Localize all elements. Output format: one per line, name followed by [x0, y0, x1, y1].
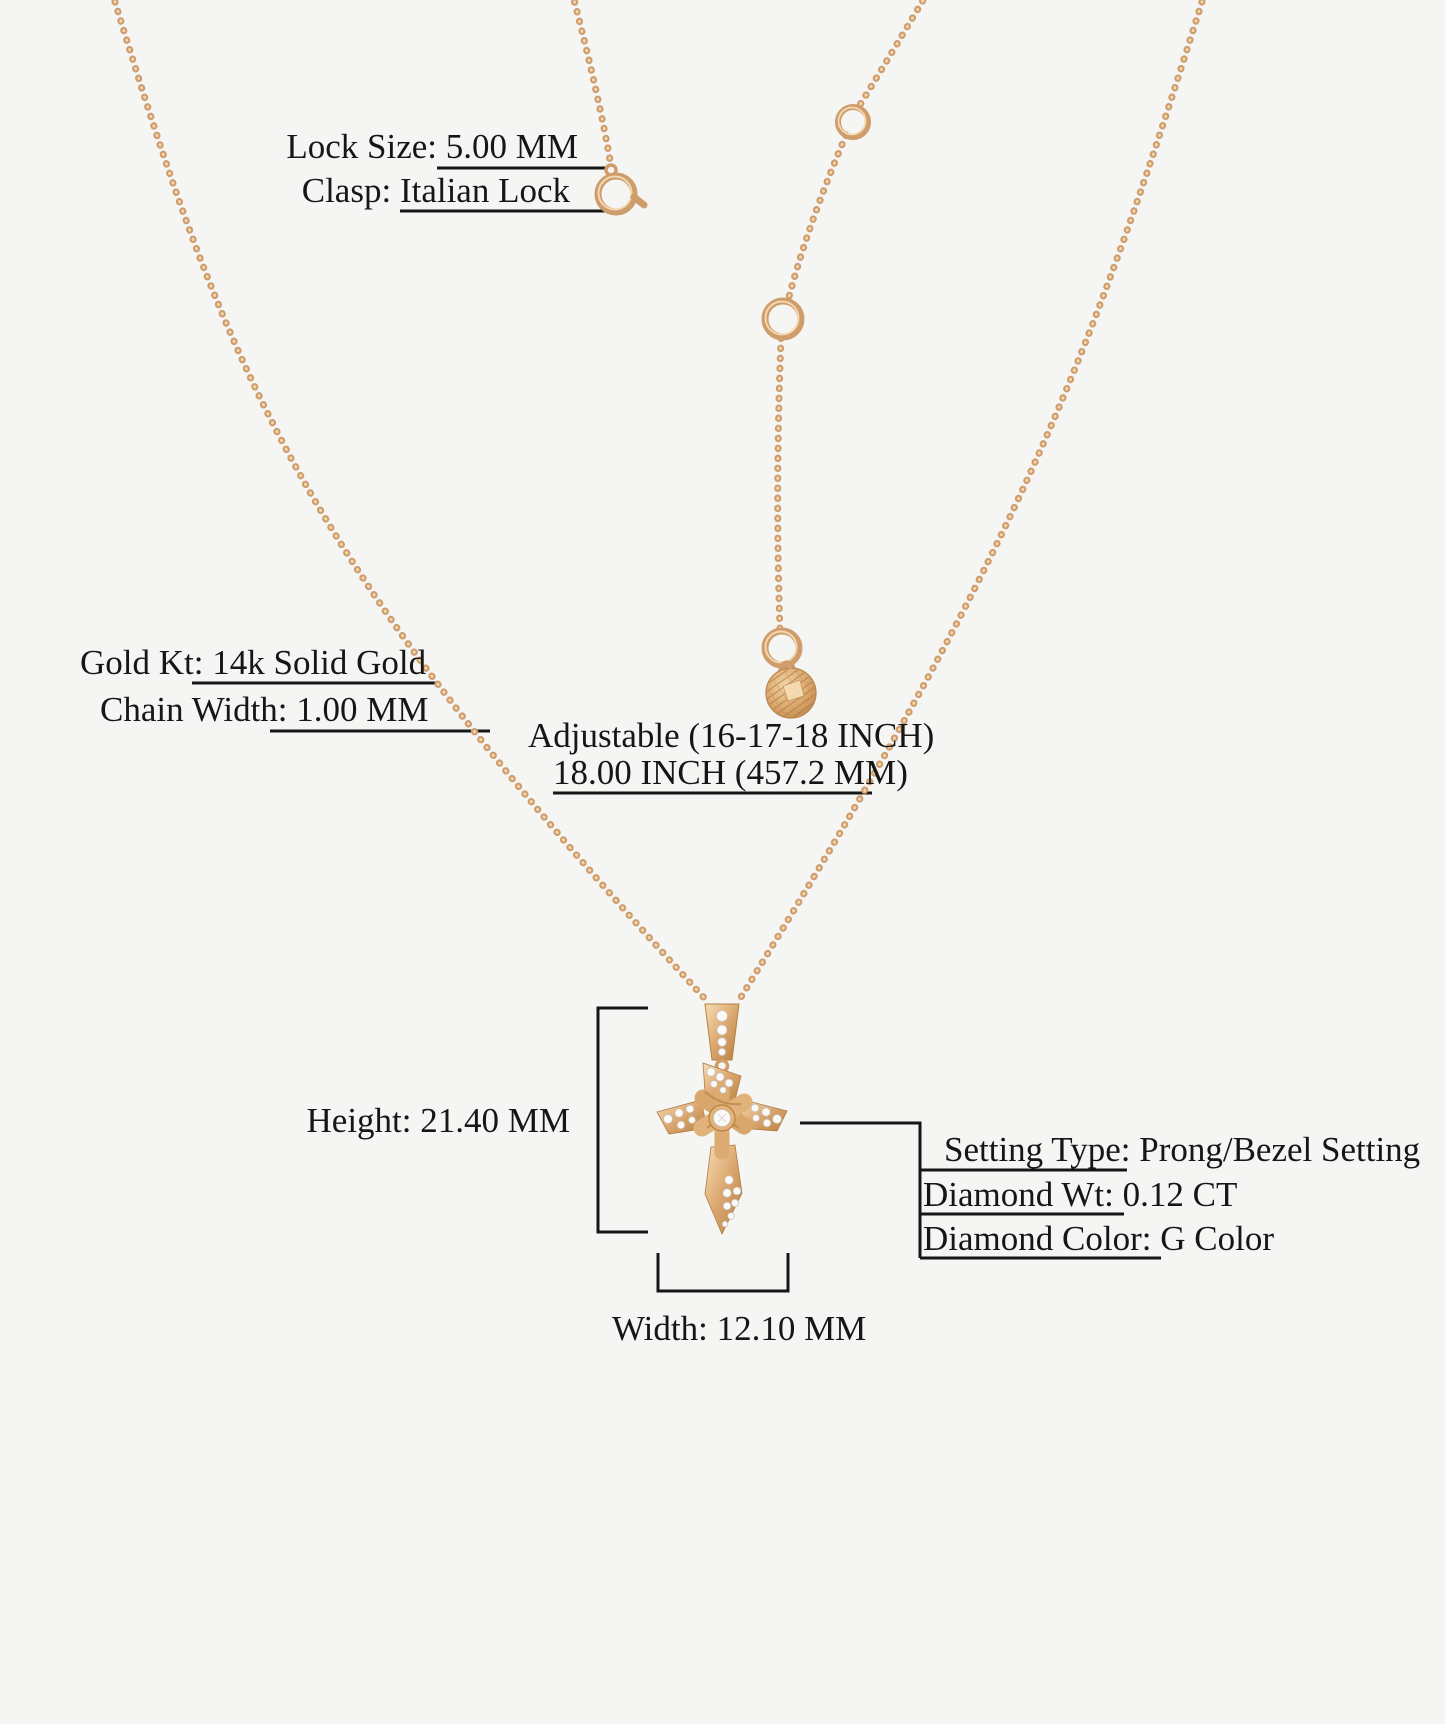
diamond-color-value: G Color [1160, 1219, 1274, 1258]
clasp-label: Clasp: [301, 171, 392, 210]
chain-right-strand [734, 0, 1207, 1006]
height-value: 21.40 MM [420, 1101, 570, 1140]
annotation-chain-width: Chain Width:1.00 MM [100, 690, 429, 730]
extender-strand-bottom [774, 334, 785, 634]
chain-right-strand-highlight [736, 0, 1204, 1004]
setting-type-label: Setting Type: [944, 1130, 1131, 1169]
sizing-ring-1-highlight [837, 106, 867, 136]
setting-type-value: Prong/Bezel Setting [1139, 1130, 1421, 1169]
lock-size-label: Lock Size: [286, 127, 437, 166]
adjustable-text: Adjustable (16-17-18 INCH) [528, 716, 935, 755]
pave-diamonds [663, 1067, 782, 1228]
cross-pendant [656, 1003, 788, 1235]
gold-kt-label: Gold Kt: [80, 643, 204, 682]
annotation-width: Width:12.10 MM [612, 1309, 867, 1349]
width-value: 12.10 MM [716, 1309, 867, 1348]
necklace-chains [110, 0, 1207, 1006]
gold-kt-value: 14k Solid Gold [212, 643, 427, 682]
sizing-ring-2-highlight [764, 300, 800, 336]
diamond-color-label: Diamond Color: [923, 1219, 1152, 1258]
width-label: Width: [612, 1309, 708, 1348]
chain-width-label: Chain Width: [100, 690, 288, 729]
annotation-clasp: Clasp:Italian Lock [301, 171, 570, 211]
chain-width-value: 1.00 MM [296, 690, 429, 729]
clasp-ring-highlight [597, 175, 633, 211]
extender-disc-charm [765, 667, 817, 719]
height-label: Height: [306, 1101, 412, 1140]
annotation-setting-type: Setting Type:Prong/Bezel Setting [944, 1130, 1421, 1170]
chain-clasp-strand-highlight [572, 0, 613, 168]
sizing-ring-3-highlight [764, 630, 798, 664]
annotation-lines [192, 166, 1161, 1293]
extender-strand-top [854, 0, 928, 112]
annotation-gold-kt: Gold Kt:14k Solid Gold [80, 643, 427, 683]
center-bezel-diamond [708, 1104, 736, 1132]
annotation-height: Height:21.40 MM [306, 1101, 570, 1141]
setting-spec-bracket [800, 1121, 1161, 1260]
diamond-wt-value: 0.12 CT [1122, 1175, 1238, 1214]
disc-engraving [767, 669, 815, 717]
diamond-wt-label: Diamond Wt: [923, 1175, 1114, 1214]
clasp-value: Italian Lock [399, 171, 570, 210]
lock-size-value: 5.00 MM [445, 127, 578, 166]
length-text: 18.00 INCH (457.2 MM) [553, 753, 908, 792]
annotation-lock-size: Lock Size:5.00 MM [286, 127, 578, 167]
annotation-diamond-color: Diamond Color:G Color [923, 1219, 1274, 1259]
clasp-lever [630, 193, 648, 209]
pendant-bail [704, 1003, 740, 1074]
annotation-diamond-wt: Diamond Wt:0.12 CT [923, 1175, 1238, 1215]
extender-strand-bottom-highlight [776, 336, 783, 632]
height-bracket [596, 1006, 648, 1234]
annotation-adjustable: Adjustable (16-17-18 INCH) [528, 716, 935, 756]
extender-strand-mid [784, 131, 850, 305]
width-bracket [656, 1253, 790, 1293]
annotation-length: 18.00 INCH (457.2 MM) [553, 753, 908, 793]
clasp-italian-lock [594, 163, 648, 216]
extender-assembly [761, 104, 871, 719]
chain-left-strand-highlight [112, 0, 710, 1004]
